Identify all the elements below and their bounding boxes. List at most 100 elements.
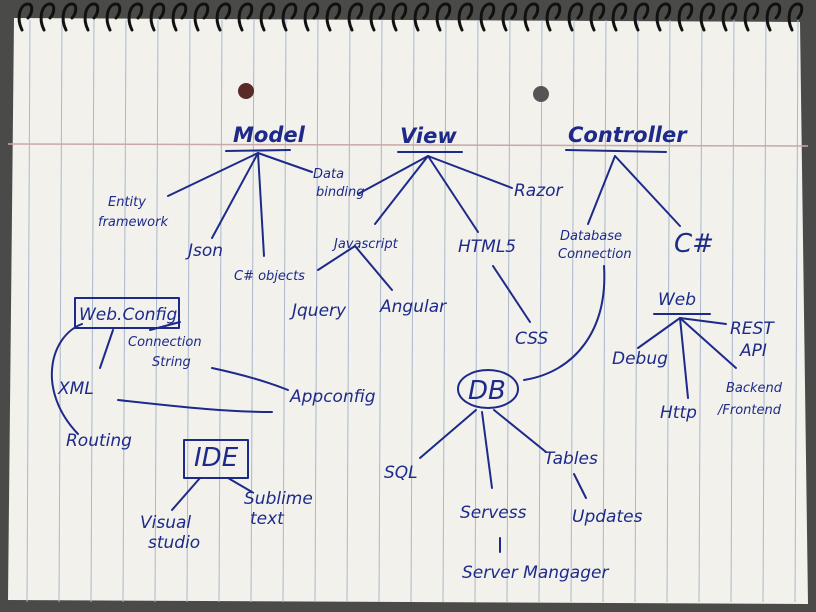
note-sql: SQL bbox=[384, 463, 418, 483]
note-csharp: C# bbox=[674, 229, 714, 259]
spiral-coil bbox=[501, 2, 518, 32]
spiral-coil bbox=[567, 2, 584, 32]
note-web: Web bbox=[658, 290, 696, 310]
spiral-coil bbox=[347, 2, 364, 32]
ruled-line bbox=[794, 19, 799, 603]
spiral-coil bbox=[259, 2, 276, 32]
note-angular: Angular bbox=[379, 297, 447, 317]
spiral-coil bbox=[39, 2, 56, 32]
ruled-line bbox=[698, 19, 703, 603]
note-server-manager: Server Mangager bbox=[462, 563, 609, 583]
note-csharp-objects: C# objects bbox=[234, 269, 305, 284]
note-routing: Routing bbox=[66, 431, 132, 451]
spiral-binding bbox=[17, 2, 804, 32]
spiral-coil bbox=[149, 2, 166, 32]
note-html5: HTML5 bbox=[458, 237, 516, 257]
spiral-coil bbox=[545, 2, 562, 32]
spiral-coil bbox=[655, 2, 672, 32]
note-data-binding-line2: binding bbox=[316, 185, 364, 200]
note-updates: Updates bbox=[572, 507, 643, 527]
note-backend-line1: Backend bbox=[726, 381, 783, 396]
note-http: Http bbox=[660, 403, 697, 423]
ruled-line bbox=[282, 19, 287, 603]
punch-hole bbox=[533, 86, 549, 102]
note-sublime-text-line1: Sublime bbox=[244, 489, 313, 509]
spiral-coil bbox=[787, 2, 804, 32]
note-web-config: Web.Config bbox=[79, 305, 177, 325]
punch-hole bbox=[238, 83, 254, 99]
note-json: Json bbox=[185, 241, 223, 261]
note-ide: IDE bbox=[194, 443, 239, 473]
spiral-coil bbox=[105, 2, 122, 32]
note-appconfig: Appconfig bbox=[289, 387, 376, 407]
note-sublime-text-line2: text bbox=[250, 509, 285, 529]
note-connection-string-line1: Connection bbox=[128, 335, 202, 350]
spiral-coil bbox=[215, 2, 232, 32]
spiral-coil bbox=[391, 2, 408, 32]
ruled-line bbox=[250, 19, 255, 603]
margin-line bbox=[7, 143, 809, 147]
note-entity-framework-line1: Entity bbox=[108, 195, 146, 210]
spiral-coil bbox=[677, 2, 694, 32]
spiral-coil bbox=[193, 2, 210, 32]
paper-sheet bbox=[8, 18, 808, 604]
web-config-box bbox=[74, 297, 180, 329]
note-javascript: Javascript bbox=[331, 237, 399, 252]
note-model: Model bbox=[233, 123, 306, 147]
spiral-coil bbox=[457, 2, 474, 32]
note-database-connection-line1: Database bbox=[560, 229, 622, 244]
ruled-line bbox=[506, 19, 511, 603]
spiral-coil bbox=[765, 2, 782, 32]
spiral-coil bbox=[479, 2, 496, 32]
spiral-coil bbox=[435, 2, 452, 32]
ruled-line bbox=[442, 19, 447, 603]
note-data-binding-line1: Data bbox=[313, 167, 344, 182]
spiral-coil bbox=[721, 2, 738, 32]
spiral-coil bbox=[413, 2, 430, 32]
ruled-line bbox=[762, 19, 767, 603]
spiral-coil bbox=[743, 2, 760, 32]
note-visual-studio-line2: studio bbox=[148, 533, 200, 553]
spiral-coil bbox=[281, 2, 298, 32]
ruled-line bbox=[314, 19, 319, 603]
spiral-coil bbox=[127, 2, 144, 32]
note-css: CSS bbox=[515, 329, 548, 349]
spiral-coil bbox=[633, 2, 650, 32]
mind-map-lines bbox=[50, 149, 737, 553]
ruled-line bbox=[58, 19, 63, 603]
note-backend-line2: /Frontend bbox=[717, 403, 782, 418]
ruled-line bbox=[122, 19, 127, 603]
note-view: View bbox=[400, 124, 457, 148]
note-tables: Tables bbox=[544, 449, 598, 469]
ruled-line bbox=[218, 19, 223, 603]
ruled-line bbox=[474, 19, 479, 603]
spiral-coil bbox=[303, 2, 320, 32]
ruled-line bbox=[602, 19, 607, 603]
spiral-coil bbox=[61, 2, 78, 32]
note-debug: Debug bbox=[612, 349, 668, 369]
spiral-coil bbox=[17, 2, 34, 32]
ruled-line bbox=[186, 19, 191, 603]
ruled-line bbox=[666, 19, 671, 603]
note-connection-string-line2: String bbox=[152, 355, 191, 370]
note-visual-studio-line1: Visual bbox=[140, 513, 191, 533]
ide-box bbox=[183, 439, 249, 479]
spiral-coil bbox=[589, 2, 606, 32]
spiral-coil bbox=[237, 2, 254, 32]
ruled-lines bbox=[26, 19, 799, 603]
spiral-coil bbox=[171, 2, 188, 32]
ruled-line bbox=[90, 19, 95, 603]
spiral-coil bbox=[83, 2, 100, 32]
note-razor: Razor bbox=[514, 181, 564, 201]
spiral-coil bbox=[611, 2, 628, 32]
ruled-line bbox=[634, 19, 639, 603]
ruled-line bbox=[154, 19, 159, 603]
note-rest-api-line2: API bbox=[739, 341, 767, 361]
spiral-coil bbox=[699, 2, 716, 32]
note-xml: XML bbox=[57, 379, 94, 399]
ruled-line bbox=[378, 19, 383, 603]
ruled-line bbox=[26, 19, 31, 603]
note-entity-framework-line2: framework bbox=[98, 215, 168, 230]
